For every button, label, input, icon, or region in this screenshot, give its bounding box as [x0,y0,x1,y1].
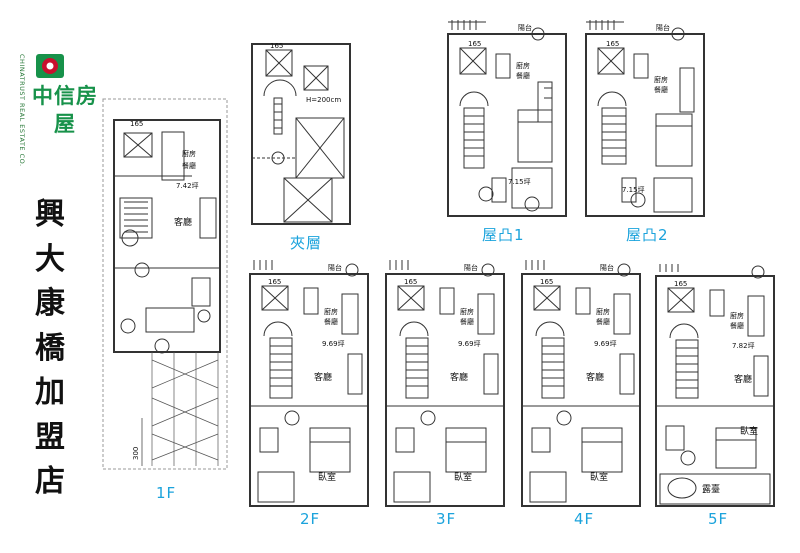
brand-logo [4,40,116,200]
room-label-balcony: 陽台 [464,263,478,272]
area-label: 9.69坪 [594,340,617,348]
floor-label-5f: 5F [708,510,729,528]
room-label-living: 客廳 [314,371,332,383]
store-name-char: 大 [35,241,65,277]
area-label: 9.69坪 [458,340,481,348]
room-label-dining: 餐廳 [460,317,474,326]
floor-plan-1f: 165 300 廚房 餐廳 7.42坪 客廳 [102,98,228,470]
floor-label-2f: 2F [300,510,321,528]
dim-label: 165 [130,120,143,128]
dim-label: 165 [404,278,417,286]
room-label-dining: 餐廳 [730,321,744,330]
room-label-balcony: 陽台 [656,23,670,32]
room-label-kitchen: 廚房 [654,75,668,84]
dim-label: 165 [606,40,619,48]
room-label-balcony: 陽台 [600,263,614,272]
store-name-char: 興 [35,197,65,232]
floor-label-roof1: 屋凸1 [482,226,525,244]
room-label-dining: 餐廳 [516,71,530,80]
room-label-living: 客廳 [174,216,192,228]
floor-plan-3f: 陽台 165 廚房 餐廳 9.69坪 客廳 臥室 [384,258,506,508]
floor-label-1f: 1F [156,484,177,502]
dim-label: 165 [674,280,687,288]
room-label-balcony: 陽台 [518,23,532,32]
room-label-bedroom: 臥室 [318,471,336,483]
room-label-kitchen: 廚房 [516,61,530,70]
room-label-kitchen: 廚房 [596,307,610,316]
logo-emblem-dot [46,62,54,70]
store-name-char: 店 [35,464,65,499]
dim-label: 165 [540,278,553,286]
area-label: 7.15坪 [622,186,645,194]
room-label-living: 客廳 [734,373,752,385]
room-label-kitchen: 廚房 [324,307,338,316]
room-label-kitchen: 廚房 [460,307,474,316]
store-name-char: 橋 [35,330,65,366]
room-label-dining: 餐廳 [596,317,610,326]
floor-plan-5f: 165 廚房 餐廳 7.82坪 客廳 臥室 露臺 [654,262,776,508]
dim-label: 165 [468,40,481,48]
store-name: 興 大 康 橋 加 盟 店 [30,193,70,505]
dim-label: 300 [132,447,140,460]
store-name-char: 盟 [35,419,65,455]
room-label-dining: 餐廳 [324,317,338,326]
room-label-living: 客廳 [450,371,468,383]
floor-label-mezzanine: 夾層 [290,234,323,252]
room-label-dining: 餐廳 [182,161,196,170]
floor-label-4f: 4F [574,510,595,528]
store-name-char: 康 [35,286,65,321]
area-label: 7.15坪 [508,178,531,186]
area-label: 9.69坪 [322,340,345,348]
floor-plan-2f: 陽台 165 廚房 餐廳 9.69坪 客廳 臥室 [248,258,370,508]
floor-label-roof2: 屋凸2 [626,226,669,244]
floor-label-3f: 3F [436,510,457,528]
room-label-bedroom: 臥室 [454,471,472,483]
floor-plan-mezzanine: 165 H=200cm [244,18,358,228]
room-label-balcony: 陽台 [328,263,342,272]
store-name-char: 加 [35,375,65,410]
room-label-kitchen: 廚房 [730,311,744,320]
height-label: H=200cm [306,96,341,104]
area-label: 7.42坪 [176,182,199,190]
room-label-bedroom: 臥室 [740,425,758,437]
floor-plan-roof1: 陽台 165 廚房 餐廳 7.15坪 [446,18,568,218]
room-label-dining: 餐廳 [654,85,668,94]
room-label-terrace: 露臺 [702,483,720,495]
dim-label: 165 [268,278,281,286]
room-label-living: 客廳 [586,371,604,383]
floor-plan-roof2: 陽台 165 廚房 餐廳 7.15坪 [584,18,706,218]
brand-name-zh: 中信房屋 [32,83,98,136]
room-label-bedroom: 臥室 [590,471,608,483]
area-label: 7.82坪 [732,342,755,350]
brand-name-en: CHINATRUST REAL ESTATE CO. [18,54,26,167]
room-label-kitchen: 廚房 [182,149,196,158]
floor-plan-4f: 陽台 165 廚房 餐廳 9.69坪 客廳 臥室 [520,258,642,508]
dim-label: 165 [270,42,283,50]
